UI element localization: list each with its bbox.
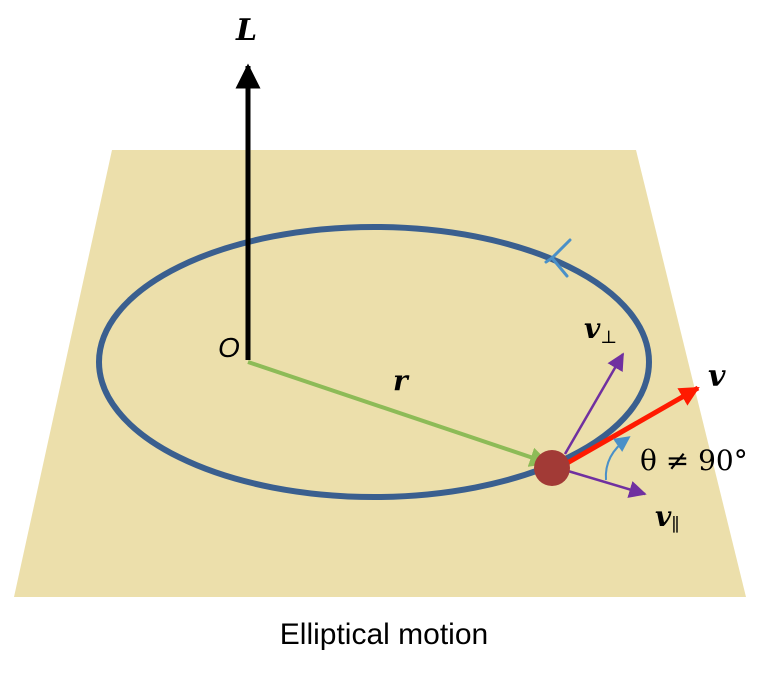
position-vector-label: r (393, 364, 410, 397)
angular-momentum-label: L (235, 13, 257, 48)
v-perpendicular-label: v⊥ (584, 312, 617, 348)
particle (534, 450, 570, 486)
v-perpendicular-arrow (563, 352, 625, 455)
position-vector-arrow (247, 360, 550, 467)
diagram-caption: Elliptical motion (279, 618, 489, 651)
orbit-direction-marker (544, 238, 572, 278)
orbital-plane (14, 150, 746, 597)
velocity-label: v (708, 359, 726, 394)
v-parallel-label: v∥ (655, 500, 680, 536)
orbit-ellipse (96, 224, 652, 500)
origin-label: O (218, 332, 240, 363)
angle-arc (604, 436, 631, 481)
velocity-arrow (560, 385, 700, 469)
angle-label: θ ≠ 90° (640, 444, 748, 477)
v-parallel-arrow (567, 469, 647, 498)
